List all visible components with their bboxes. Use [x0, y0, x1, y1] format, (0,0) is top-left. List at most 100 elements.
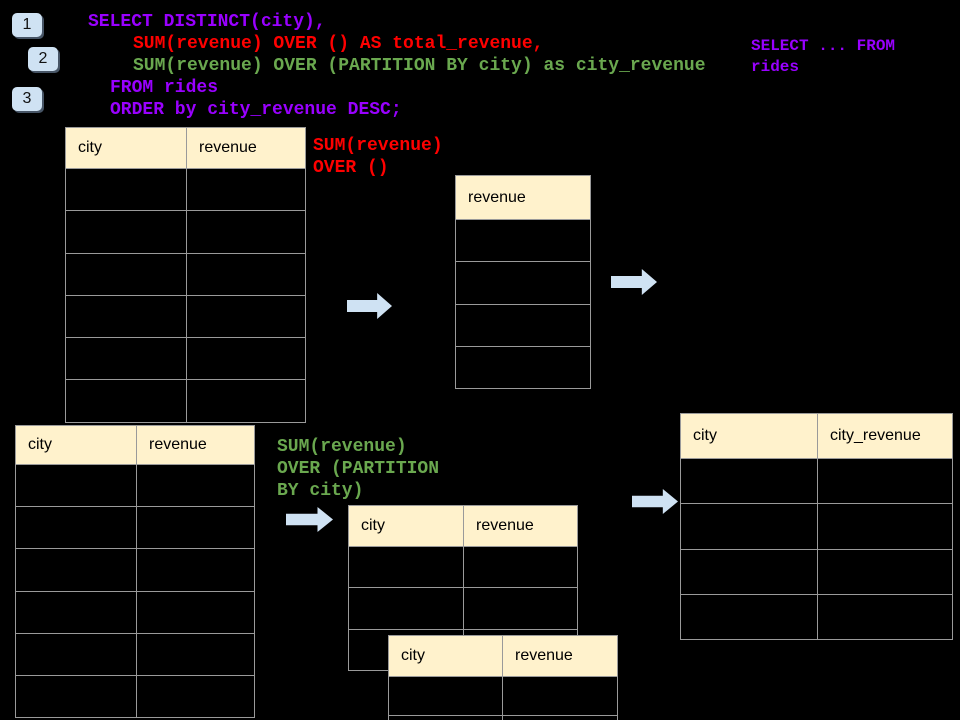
table-cell: [16, 507, 137, 549]
table-row: [456, 219, 590, 261]
table-total-revenue: revenue: [455, 175, 591, 390]
sql-line-total: SUM(revenue) OVER () AS total_revenue,: [133, 34, 544, 54]
table-cell: [681, 504, 818, 549]
table-row: [389, 715, 617, 720]
table-cell: [16, 591, 137, 633]
table-row: [389, 676, 617, 715]
table-row: [681, 593, 952, 640]
table-cell: [818, 459, 952, 503]
table-row: [66, 252, 305, 295]
table-cell: [137, 676, 254, 717]
table-header-row: city revenue: [349, 506, 577, 546]
table-cell: [66, 253, 187, 295]
select-from-snippet: SELECT ... FROM rides: [751, 37, 896, 76]
table-cell: [187, 338, 305, 379]
table-header-row: city city_revenue: [681, 414, 952, 458]
column-header-city-revenue: city_revenue: [830, 427, 921, 444]
column-header-city: city: [16, 426, 137, 464]
table-cell: [137, 549, 254, 590]
table-row: [16, 590, 254, 633]
table-row: [681, 458, 952, 504]
table-row: [681, 548, 952, 594]
table-cell: [503, 716, 617, 720]
table-cell: [187, 254, 305, 295]
table-header-row: city revenue: [389, 636, 617, 676]
table-cell: [681, 549, 818, 594]
table-header-row: city revenue: [16, 426, 254, 464]
table-cell: [349, 588, 464, 629]
table-cell: [16, 465, 137, 507]
column-header-revenue: revenue: [149, 436, 207, 453]
table-row: [66, 294, 305, 338]
table-header-row: revenue: [456, 176, 590, 219]
column-header-revenue: revenue: [468, 188, 526, 206]
table-cell: [187, 211, 305, 252]
table-cell: [681, 594, 818, 640]
step-badge-2: 2: [28, 47, 58, 71]
table-row: [456, 303, 590, 346]
table-cell: [66, 338, 187, 380]
column-header-revenue: revenue: [476, 517, 534, 534]
table-row: [456, 345, 590, 388]
table-row: [349, 546, 577, 588]
table-cell: [818, 595, 952, 639]
table-row: [349, 587, 577, 629]
table-source-rides-top: city revenue: [65, 127, 306, 423]
arrow-right-icon: [286, 507, 333, 532]
table-source-rides-bottom: city revenue: [15, 425, 255, 719]
table-cell: [16, 633, 137, 675]
table-cell: [456, 305, 590, 346]
total-revenue-annotation: SUM(revenue) OVER (): [313, 136, 443, 178]
table-cell: [818, 550, 952, 594]
table-cell: [66, 295, 187, 338]
column-header-city: city: [66, 128, 187, 168]
step-badge-3: 3: [12, 87, 42, 111]
table-row: [16, 632, 254, 675]
table-row: [66, 210, 305, 253]
table-cell: [187, 169, 305, 210]
table-cell: [16, 549, 137, 591]
table-cell: [464, 547, 577, 587]
sql-line-from: FROM rides: [110, 78, 219, 98]
table-row: [16, 506, 254, 549]
column-header-city: city: [389, 636, 503, 676]
table-cell: [66, 211, 187, 253]
step-badge-1: 1: [12, 13, 42, 37]
table-cell: [456, 347, 590, 388]
table-cell: [137, 634, 254, 675]
table-cell: [464, 588, 577, 628]
column-header-city: city: [681, 414, 818, 458]
table-row: [16, 464, 254, 507]
table-cell: [137, 507, 254, 548]
column-header-revenue: revenue: [515, 647, 573, 664]
arrow-right-icon: [347, 293, 392, 319]
table-row: [66, 379, 305, 422]
sql-line-order: ORDER by city_revenue DESC;: [110, 100, 402, 120]
sql-line-partition: SUM(revenue) OVER (PARTITION BY city) as…: [133, 56, 706, 76]
table-header-row: city revenue: [66, 128, 305, 168]
table-cell: [66, 169, 187, 211]
table-partition-back: city revenue: [348, 505, 578, 671]
table-cell: [456, 262, 590, 303]
table-result: city city_revenue: [680, 413, 953, 641]
table-partition-front: city revenue: [388, 635, 618, 720]
table-row: [66, 168, 305, 211]
table-row: [681, 503, 952, 549]
table-row: [66, 337, 305, 380]
table-row: [456, 261, 590, 303]
table-cell: [389, 716, 503, 720]
table-cell: [137, 465, 254, 506]
table-cell: [137, 592, 254, 633]
table-cell: [818, 504, 952, 548]
table-cell: [503, 677, 617, 715]
partition-annotation: SUM(revenue) OVER (PARTITION BY city): [277, 437, 440, 501]
table-cell: [389, 677, 503, 715]
table-cell: [349, 547, 464, 588]
sql-line-select: SELECT DISTINCT(city),: [88, 12, 326, 32]
table-cell: [187, 296, 305, 337]
table-row: [16, 674, 254, 718]
arrow-right-icon: [611, 269, 657, 295]
table-cell: [187, 380, 305, 421]
column-header-city: city: [349, 506, 464, 546]
